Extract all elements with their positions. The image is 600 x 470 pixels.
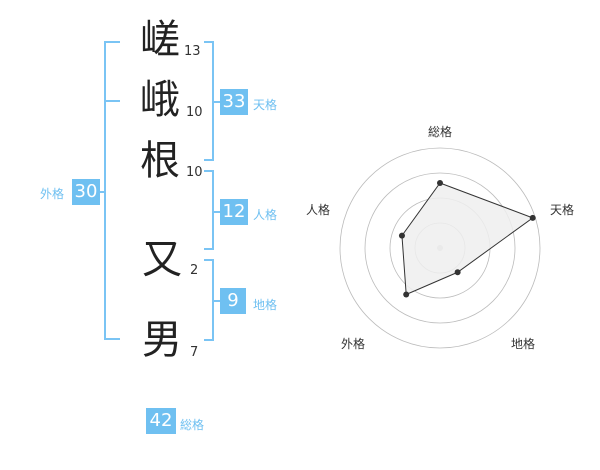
- radar-point-5: [398, 232, 405, 239]
- chikaku-value: 9: [220, 288, 246, 314]
- radar-point-1: [437, 180, 443, 186]
- radar-axis-label-tenkaku: 天格: [550, 203, 575, 217]
- name-char-4: 又: [142, 237, 182, 283]
- stroke-count-4: 2: [190, 263, 199, 278]
- jinkaku-bracket-line: [212, 170, 214, 250]
- tenkaku-label: 天格: [253, 98, 278, 112]
- name-char-1: 嵯: [140, 17, 180, 63]
- chikaku-bracket-tick: [212, 300, 220, 302]
- gaikaku-bracket-top: [104, 41, 120, 43]
- gaikaku-bracket-tick: [98, 191, 104, 193]
- gaikaku-bracket-bottom: [104, 338, 120, 340]
- chikaku-label: 地格: [253, 298, 278, 312]
- tenkaku-bracket-top: [204, 41, 214, 43]
- name-char-2: 峨: [140, 77, 180, 123]
- soukaku-value: 42: [146, 408, 176, 434]
- radar-axis-label-chikaku: 地格: [511, 337, 536, 351]
- tenkaku-bracket-bottom: [204, 159, 214, 161]
- jinkaku-value: 12: [220, 199, 248, 225]
- soukaku-label: 総格: [180, 418, 205, 432]
- tenkaku-bracket-tick: [212, 101, 220, 103]
- radar-grid-ring: [339, 147, 541, 349]
- gaikaku-label: 外格: [40, 187, 65, 201]
- radar-point-4: [403, 291, 410, 298]
- name-char-5: 男: [142, 317, 182, 363]
- radar-point-3: [454, 269, 461, 276]
- radar-point-2: [529, 214, 536, 221]
- jinkaku-bracket-bottom: [204, 248, 214, 250]
- radar-data-polygon: [401, 182, 534, 296]
- stroke-count-1: 13: [184, 44, 201, 59]
- stroke-count-2: 10: [186, 105, 203, 120]
- jinkaku-bracket-tick: [212, 211, 220, 213]
- jinkaku-bracket-top: [204, 170, 214, 172]
- stroke-count-3: 10: [186, 165, 203, 180]
- radar-grid-ring: [364, 172, 516, 324]
- gaikaku-bracket-mid: [104, 100, 120, 102]
- jinkaku-label: 人格: [253, 208, 278, 222]
- chikaku-bracket-top: [204, 259, 214, 261]
- tenkaku-value: 33: [220, 89, 248, 115]
- gaikaku-bracket-line: [104, 41, 106, 340]
- radar-axis-label-soukaku: 総格: [428, 125, 453, 139]
- name-char-3: 根: [140, 138, 180, 184]
- stroke-count-5: 7: [190, 345, 199, 360]
- radar-axis-label-gaikaku: 外格: [341, 337, 366, 351]
- gaikaku-value: 30: [72, 179, 100, 205]
- chikaku-bracket-bottom: [204, 339, 214, 341]
- radar-axis-label-jinkaku: 人格: [306, 203, 331, 217]
